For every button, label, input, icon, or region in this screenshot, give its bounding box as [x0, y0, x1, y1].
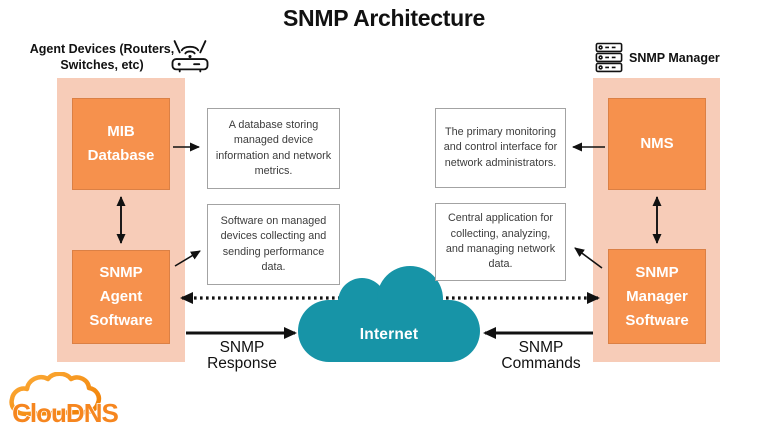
agent-software-description-box: Software on managed devices collecting a…: [207, 204, 340, 285]
page-title: SNMP Architecture: [283, 5, 485, 31]
snmp-manager-software-box: SNMP Manager Software: [608, 249, 706, 344]
wireless-router-icon: [171, 40, 209, 73]
snmp-response-label: SNMP Response: [207, 339, 277, 373]
cloudns-logo: ClouDNS: [9, 372, 120, 428]
agent-devices-label: Agent Devices (Routers, Switches, etc): [29, 42, 175, 72]
server-rack-icon: [595, 42, 623, 73]
logo-cloud-shape: [9, 372, 102, 417]
mib-database-box: MIB Database: [72, 98, 170, 190]
logo-text: ClouDNS: [12, 398, 118, 428]
nms-box: NMS: [608, 98, 706, 190]
snmp-agent-software-box: SNMP Agent Software: [72, 250, 170, 344]
snmp-commands-label: SNMP Commands: [501, 339, 581, 373]
nms-description-box: The primary monitoring and control inter…: [435, 108, 566, 188]
snmp-manager-label: SNMP Manager: [629, 51, 720, 65]
mib-description-box: A database storing managed device inform…: [207, 108, 340, 189]
manager-software-description-box: Central application for collecting, anal…: [435, 203, 566, 281]
internet-label: Internet: [359, 326, 419, 343]
